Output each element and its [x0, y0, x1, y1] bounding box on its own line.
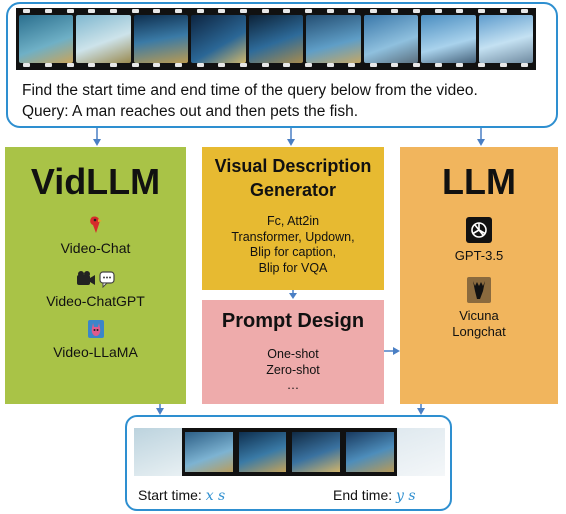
video-frame — [343, 428, 398, 476]
llm-panel: LLM GPT-3.5 Vicuna Longchat — [400, 147, 558, 404]
prompt-method: One-shot — [267, 347, 319, 361]
prompt-method: … — [286, 378, 300, 392]
video-frame — [235, 428, 290, 476]
prompt-method: Zero-shot — [266, 362, 320, 377]
llama-icon — [87, 320, 104, 338]
start-time-variable: x s — [205, 488, 226, 504]
prompt-methods: One-shot Zero-shot … — [202, 347, 384, 394]
vdg-title: Visual Description Generator — [202, 154, 384, 202]
video-llama-label: Video-LLaMA — [53, 344, 138, 360]
film-perforations — [16, 9, 536, 15]
openai-logo-icon — [466, 217, 492, 243]
input-video-filmstrip — [16, 8, 536, 70]
start-time-label: Start time: x s — [138, 487, 225, 504]
arrowhead — [156, 408, 164, 415]
vicuna-logo-icon — [467, 277, 491, 303]
video-frame — [421, 15, 476, 63]
arrowhead — [287, 139, 295, 146]
prompt-design-panel: Prompt Design One-shot Zero-shot … — [202, 300, 384, 404]
video-llama-entry: Video-LLaMA — [5, 319, 186, 360]
video-frame — [289, 428, 344, 476]
end-time-text: End time: — [333, 487, 397, 503]
film-perforations — [16, 63, 536, 69]
video-frame — [478, 15, 533, 63]
gpt-entry: GPT-3.5 — [400, 217, 558, 263]
output-box — [125, 415, 452, 511]
video-frame — [306, 15, 361, 63]
vdg-method: Transformer, Updown, — [231, 229, 355, 244]
vdg-method: Fc, Att2in — [266, 214, 320, 228]
video-chat-label: Video-Chat — [60, 240, 131, 256]
video-frame — [19, 15, 74, 63]
arrowhead — [93, 139, 101, 146]
vidllm-panel: VidLLM Video-Chat Video-ChatGPT Video-LL… — [5, 147, 186, 404]
vdg-title-line: Generator — [249, 180, 337, 200]
video-frame — [191, 15, 246, 63]
arrowhead — [417, 408, 425, 415]
gpt-label: GPT-3.5 — [454, 248, 504, 263]
vdg-methods: Fc, Att2in Transformer, Updown, Blip for… — [202, 214, 384, 276]
end-time-variable: y s — [396, 488, 416, 504]
video-frame — [397, 428, 445, 476]
video-frame — [133, 15, 189, 63]
vidllm-title: VidLLM — [30, 161, 161, 202]
vdg-title-line: Visual Description — [214, 156, 372, 176]
vdg-method: Blip for VQA — [258, 260, 328, 275]
longchat-label: Longchat — [452, 324, 506, 339]
output-video-strip — [134, 428, 445, 476]
input-video-box — [6, 2, 558, 128]
video-frame — [181, 428, 236, 476]
vicuna-label: Vicuna — [459, 308, 499, 323]
video-frame — [248, 15, 304, 63]
query-instruction: Find the start time and end time of the … — [22, 80, 552, 122]
video-chatgpt-entry: Video-ChatGPT — [5, 270, 186, 309]
arrowhead — [289, 293, 297, 299]
video-frame — [363, 15, 419, 63]
video-chat-entry: Video-Chat — [5, 215, 186, 256]
query-line: Query: A man reaches out and then pets t… — [22, 103, 359, 120]
start-time-text: Start time: — [138, 487, 206, 503]
video-chatgpt-label: Video-ChatGPT — [46, 293, 145, 309]
prompt-title: Prompt Design — [221, 310, 365, 332]
end-time-label: End time: y s — [333, 487, 416, 504]
camera-chat-icon — [76, 271, 115, 289]
arrowhead — [477, 139, 485, 146]
vicuna-entry: Vicuna Longchat — [400, 277, 558, 340]
llm-title: LLM — [442, 161, 516, 202]
video-frame — [76, 15, 131, 63]
instruction-line: Find the start time and end time of the … — [22, 82, 478, 99]
parrot-icon — [89, 216, 102, 233]
video-frame — [134, 428, 182, 476]
vdg-method: Blip for caption, — [249, 245, 337, 259]
arrowhead — [393, 347, 400, 355]
visual-description-generator-panel: Visual Description Generator Fc, Att2in … — [202, 147, 384, 290]
